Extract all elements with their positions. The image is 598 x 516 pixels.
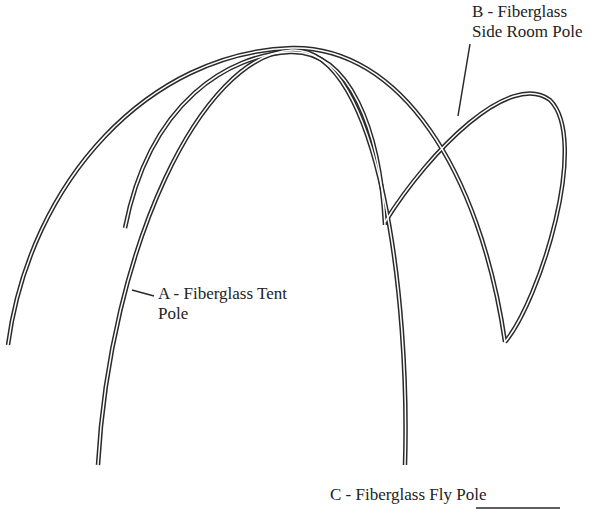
part-label: C - Fiberglass Fly Pole xyxy=(330,485,592,505)
tent-pole xyxy=(98,50,406,465)
inner-pole xyxy=(125,52,385,228)
leader-a xyxy=(132,290,154,296)
leader-lines xyxy=(132,44,560,508)
leader-b xyxy=(458,44,470,116)
part-label: B - Fiberglass Side Room Pole xyxy=(472,2,594,42)
pole-outlines xyxy=(8,48,565,465)
part-label: A - Fiberglass Tent Pole xyxy=(158,284,288,324)
pole-highlights xyxy=(8,48,565,465)
underline-c xyxy=(476,507,560,509)
fly-pole xyxy=(8,48,505,345)
